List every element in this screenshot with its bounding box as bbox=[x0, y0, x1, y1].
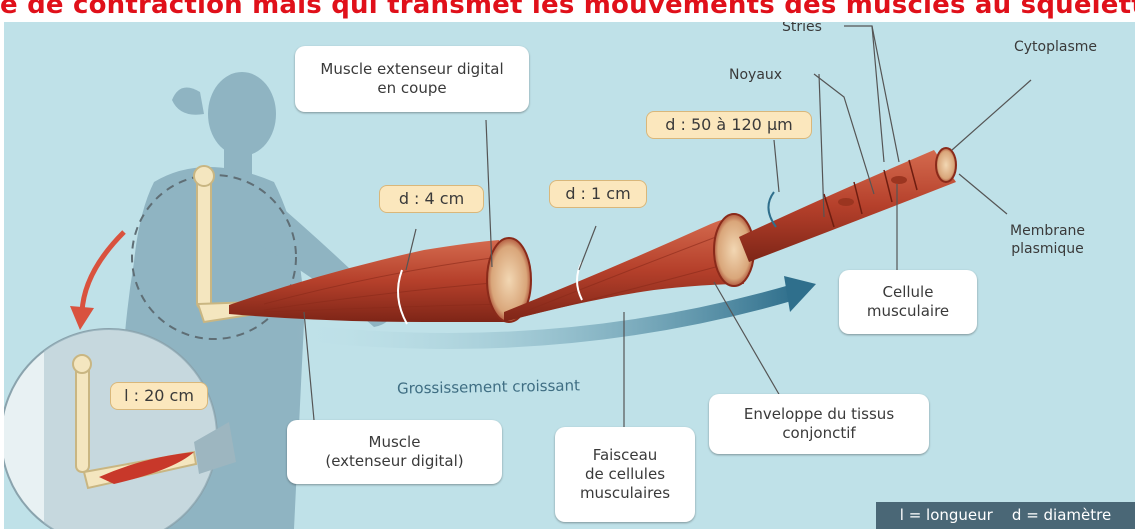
illustration-panel: Muscle extenseur digital en coupe Muscle… bbox=[4, 22, 1135, 529]
measure-d1cm: d : 1 cm bbox=[549, 180, 647, 208]
nucleus-2 bbox=[891, 176, 907, 184]
magnification-arrow-head bbox=[784, 276, 816, 312]
label-cytoplasme: Cytoplasme bbox=[1014, 38, 1097, 56]
label-membrane: Membrane plasmique bbox=[1010, 222, 1085, 258]
label-noyaux: Noyaux bbox=[729, 66, 782, 84]
measure-d50-120um: d : 50 à 120 µm bbox=[646, 111, 812, 139]
zoom-arrow-path bbox=[82, 232, 124, 312]
callout-muscle: Muscle (extenseur digital) bbox=[287, 420, 502, 484]
cell-shape bbox=[739, 150, 956, 262]
zoom-arrow-head bbox=[70, 306, 94, 330]
cell-cross-section bbox=[936, 148, 956, 182]
magnification-label: Grossissement croissant bbox=[397, 376, 580, 397]
label-stries: Stries bbox=[782, 22, 822, 36]
callout-fascicle: Faisceau de cellules musculaires bbox=[555, 427, 695, 522]
callout-cell: Cellule musculaire bbox=[839, 270, 977, 334]
callout-muscle-section: Muscle extenseur digital en coupe bbox=[295, 46, 529, 112]
callout-envelope: Enveloppe du tissus conjonctif bbox=[709, 394, 929, 454]
nucleus-1 bbox=[838, 198, 854, 206]
measure-l20cm: l : 20 cm bbox=[110, 382, 208, 410]
legend-bar: l = longueur d = diamètre bbox=[876, 502, 1135, 529]
measure-d4cm: d : 4 cm bbox=[379, 185, 484, 213]
headline-text: e de contraction mais qui transmet les m… bbox=[0, 0, 1135, 20]
